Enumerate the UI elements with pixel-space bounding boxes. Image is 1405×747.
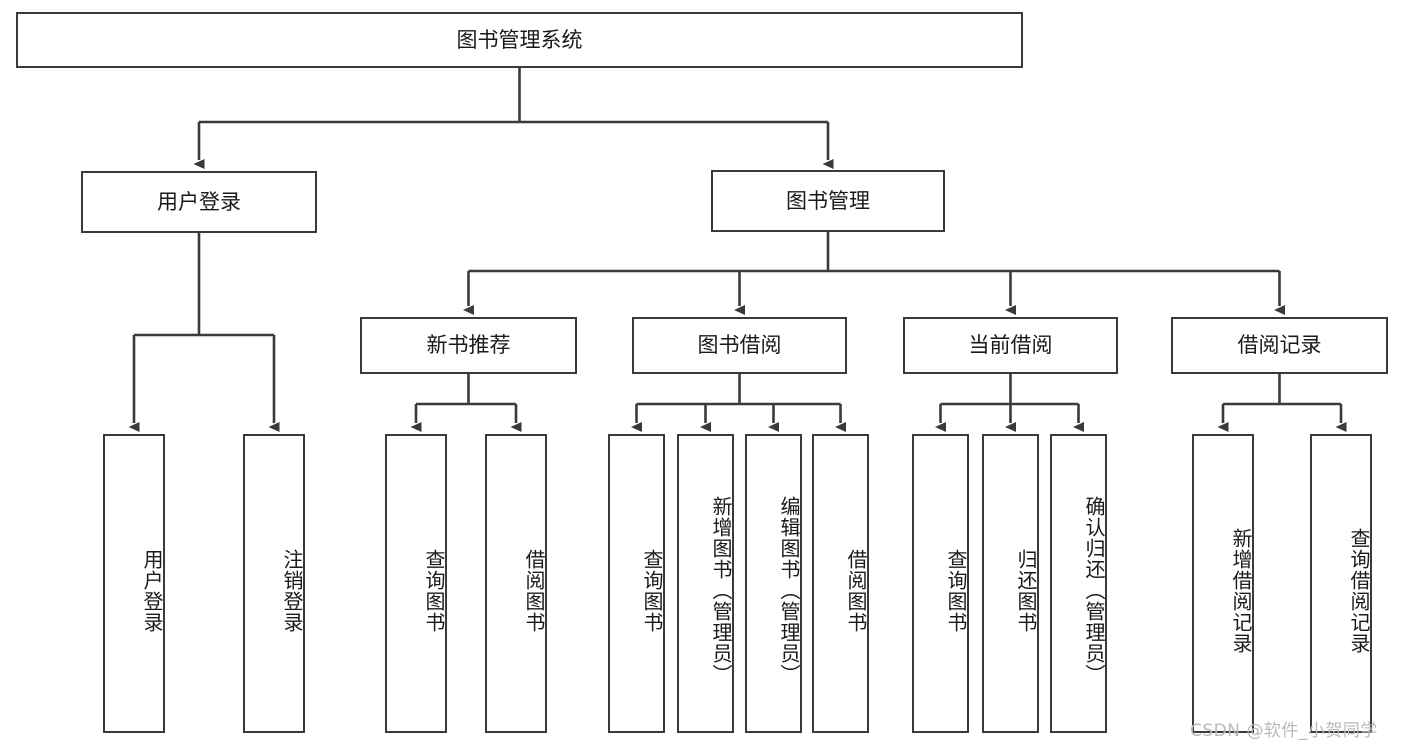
node-leaf-12[interactable]: 新增借阅记录 — [1192, 434, 1254, 733]
csdn-watermark: CSDN @软件_小贺同学 — [1190, 721, 1378, 741]
node-current[interactable]: 当前借阅 — [903, 317, 1118, 374]
node-root[interactable]: 图书管理系统 — [16, 12, 1023, 68]
node-label: 查询图书 — [944, 548, 968, 633]
node-borrow[interactable]: 图书借阅 — [632, 317, 847, 374]
node-leaf-1[interactable]: 用户登录 — [103, 434, 165, 733]
node-label: 查询图书 — [422, 548, 446, 633]
node-bookmgmt[interactable]: 图书管理 — [711, 170, 945, 232]
node-label: 新书推荐 — [426, 333, 511, 358]
node-leaf-5[interactable]: 查询图书 — [608, 434, 665, 733]
node-label: 图书借阅 — [697, 333, 782, 358]
node-label: 查询借阅记录 — [1347, 527, 1371, 654]
node-label: 图书管理系统 — [456, 27, 583, 52]
node-label: 当前借阅 — [968, 333, 1053, 358]
node-label: 借阅图书 — [522, 548, 546, 633]
node-leaf-2[interactable]: 注销登录 — [243, 434, 305, 733]
node-leaf-8[interactable]: 借阅图书 — [812, 434, 869, 733]
node-label: 新增借阅记录 — [1229, 527, 1253, 654]
node-label: 用户登录 — [157, 189, 241, 214]
node-leaf-11[interactable]: 确认归还（管理员） — [1050, 434, 1107, 733]
node-leaf-9[interactable]: 查询图书 — [912, 434, 969, 733]
node-label: 查询图书 — [640, 548, 664, 633]
node-records[interactable]: 借阅记录 — [1171, 317, 1388, 374]
node-label: 注销登录 — [280, 548, 304, 633]
node-label: 借阅图书 — [844, 548, 868, 633]
node-leaf-4[interactable]: 借阅图书 — [485, 434, 547, 733]
node-label: 新增图书（管理员） — [709, 496, 733, 685]
node-label: 用户登录 — [140, 548, 164, 633]
node-leaf-10[interactable]: 归还图书 — [982, 434, 1039, 733]
node-leaf-6[interactable]: 新增图书（管理员） — [677, 434, 734, 733]
node-leaf-7[interactable]: 编辑图书（管理员） — [745, 434, 802, 733]
node-label: 图书管理 — [786, 188, 870, 213]
node-login[interactable]: 用户登录 — [81, 171, 317, 233]
node-leaf-13[interactable]: 查询借阅记录 — [1310, 434, 1372, 733]
node-label: 借阅记录 — [1237, 333, 1322, 358]
node-label: 归还图书 — [1014, 548, 1038, 633]
node-newbook[interactable]: 新书推荐 — [360, 317, 577, 374]
node-label: 确认归还（管理员） — [1082, 496, 1106, 685]
node-label: 编辑图书（管理员） — [777, 496, 801, 685]
node-leaf-3[interactable]: 查询图书 — [385, 434, 447, 733]
